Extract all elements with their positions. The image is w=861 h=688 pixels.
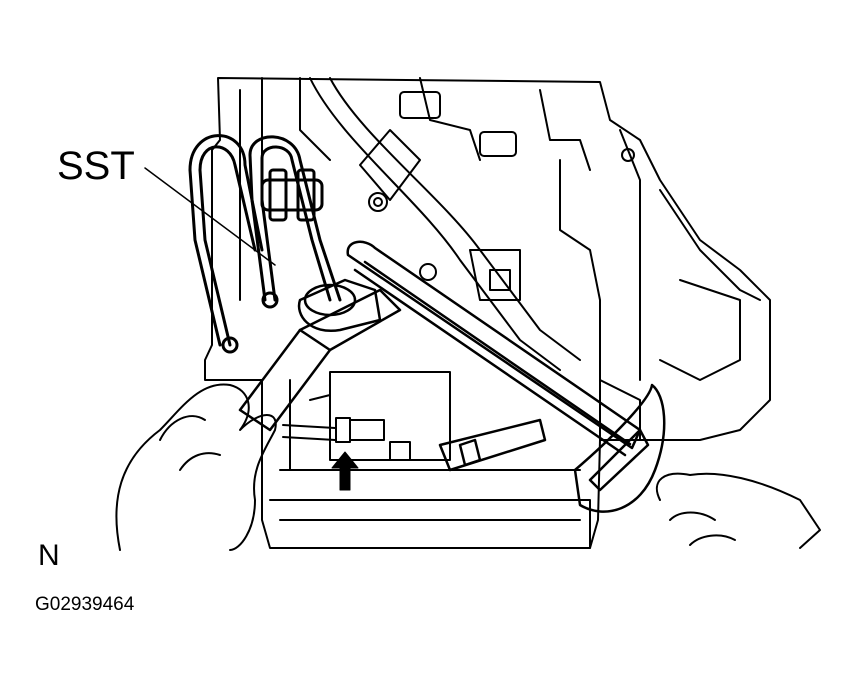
- union-fitting: [282, 417, 385, 443]
- transmission-housing: [204, 77, 771, 549]
- cooler-pipes: [188, 134, 342, 354]
- orientation-mark: N: [38, 539, 60, 572]
- sst-leader-line: [144, 167, 276, 266]
- pipe-bracket: [309, 77, 581, 371]
- left-hand: [115, 383, 277, 551]
- up-arrow-icon: [331, 451, 359, 491]
- figure-code: G02939464: [35, 594, 135, 615]
- right-hand: [655, 472, 821, 549]
- sst-wrench[interactable]: [297, 240, 666, 513]
- sst-callout-label: SST: [57, 144, 135, 188]
- flare-nut-wrench[interactable]: [238, 288, 547, 472]
- oil-pan: [269, 371, 591, 549]
